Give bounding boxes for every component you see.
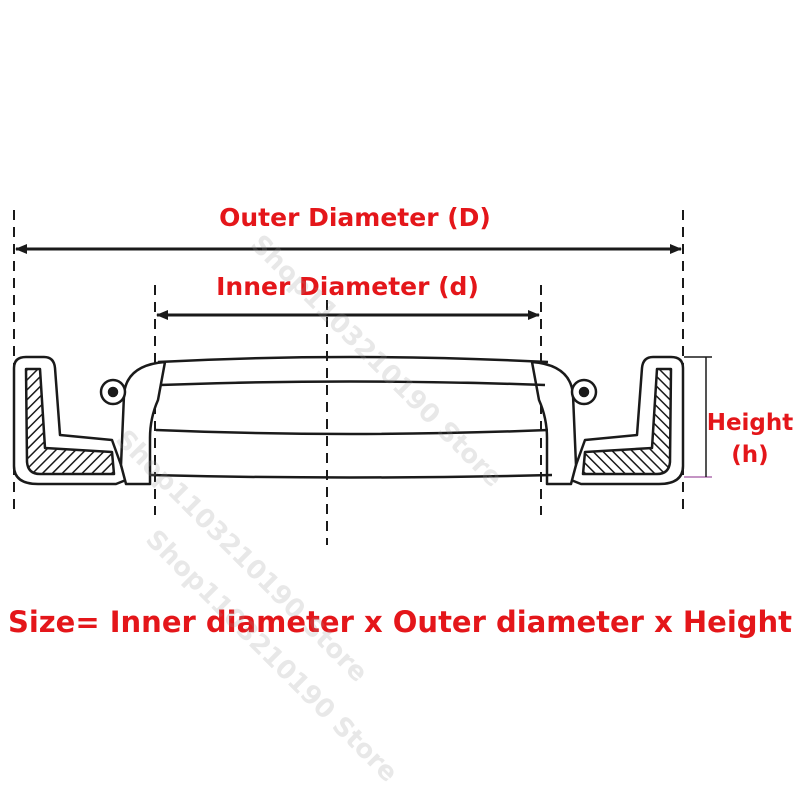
ring-top-edge <box>157 355 549 364</box>
height-dimension <box>684 356 712 478</box>
ring-bottom-edge <box>149 473 553 479</box>
ring-upper-line <box>159 380 546 387</box>
height-label-line1: Height <box>706 410 794 436</box>
left-seal-section <box>12 355 167 486</box>
height-label-line2: (h) <box>731 442 769 468</box>
size-formula: Size= Inner diameter x Outer diameter x … <box>7 605 793 639</box>
left-metal-insert <box>24 367 116 476</box>
left-lip <box>119 360 167 486</box>
height-label: Height (h) <box>700 407 800 471</box>
right-lip <box>530 360 578 486</box>
right-seal-section <box>530 355 685 486</box>
inner-diameter-label: Inner Diameter (d) <box>216 272 479 301</box>
ring-lower-line <box>155 428 549 436</box>
extension-lines <box>13 210 684 545</box>
outer-diameter-label: Outer Diameter (D) <box>219 203 491 232</box>
seal-ring-bore <box>149 355 553 479</box>
right-metal-insert <box>581 367 673 476</box>
